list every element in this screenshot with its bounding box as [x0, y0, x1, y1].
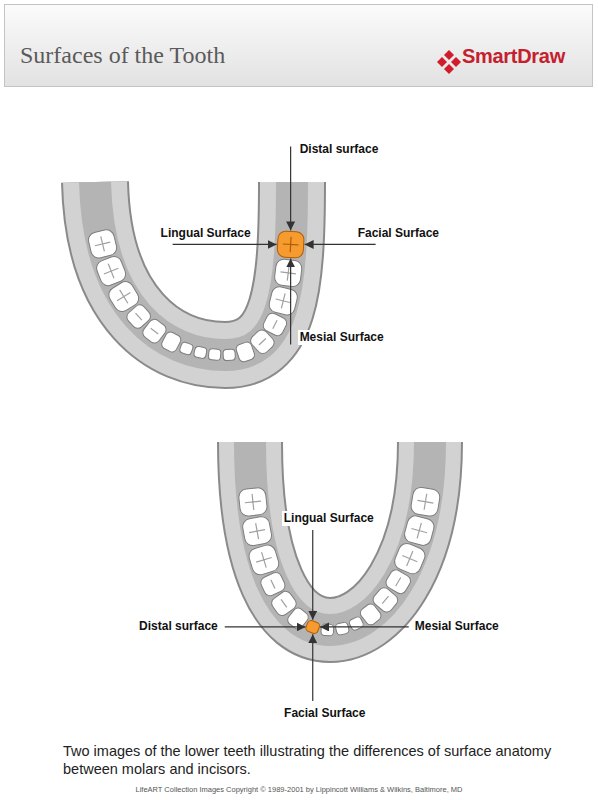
bone: [250, 442, 430, 630]
crown: [305, 619, 321, 634]
occlusal-groove: [113, 286, 134, 307]
crown: [321, 624, 334, 636]
tooth: [160, 330, 183, 353]
tooth: [223, 349, 236, 361]
occlusal-groove: [399, 548, 420, 569]
crown: [223, 349, 236, 361]
crown: [335, 622, 350, 636]
occlusal-groove: [282, 236, 298, 252]
crown: [277, 231, 304, 258]
tooth: [238, 487, 268, 517]
surface-label: Mesial Surface: [413, 619, 501, 634]
occlusal-groove: [101, 261, 121, 281]
occlusal-groove: [416, 492, 435, 511]
crown: [193, 346, 207, 359]
occlusal-groove: [396, 578, 401, 586]
occlusal-groove: [274, 291, 293, 310]
alveolar-ridge: [95, 182, 292, 355]
crown: [410, 486, 441, 517]
tooth: [208, 349, 221, 361]
crown: [274, 258, 303, 287]
tooth: [241, 515, 272, 546]
occlusal-groove: [136, 313, 142, 320]
occlusal-groove: [244, 493, 262, 511]
surface-label: Lingual Surface: [282, 511, 376, 526]
bone-outline: [95, 182, 292, 355]
crown: [160, 330, 183, 353]
occlusal-groove: [254, 550, 274, 570]
tooth: [179, 341, 194, 355]
tooth: [335, 622, 350, 636]
tooth: [247, 543, 281, 577]
copyright-note: LifeART Collection Images Copyright © 19…: [135, 785, 462, 794]
crown: [179, 341, 194, 355]
occlusal-groove: [271, 580, 275, 589]
alveolar-ridge: [250, 442, 430, 630]
leader-line: [312, 530, 313, 620]
brand-logo: [436, 49, 462, 75]
crown: [392, 541, 427, 576]
crown: [403, 514, 436, 547]
occlusal-groove: [93, 234, 112, 253]
surface-label: Facial Surface: [282, 706, 367, 721]
leader-line: [173, 244, 277, 245]
brand-name: SmartDraw: [462, 45, 565, 68]
highlighted-tooth: [277, 231, 304, 258]
crown: [208, 349, 221, 361]
bone: [95, 182, 292, 355]
page-title: Surfaces of the Tooth: [20, 42, 225, 69]
tooth: [261, 311, 288, 337]
surface-label: Facial Surface: [356, 226, 441, 241]
crown: [87, 228, 118, 259]
tooth: [348, 616, 364, 632]
tooth: [410, 486, 441, 517]
occlusal-groove: [382, 596, 388, 604]
surface-label: Distal surface: [298, 142, 381, 157]
tooth: [321, 624, 334, 636]
tooth: [274, 258, 303, 287]
leader-line: [290, 146, 291, 230]
occlusal-groove: [281, 599, 287, 607]
mandible: [238, 442, 441, 636]
leader-line: [290, 258, 291, 344]
bone-outline: [250, 442, 430, 630]
crown: [261, 311, 288, 337]
surface-label: Distal surface: [137, 619, 220, 634]
leader-line: [305, 244, 376, 245]
surface-label: Mesial Surface: [298, 330, 386, 345]
tooth: [193, 346, 207, 359]
leader-line: [312, 634, 313, 701]
occlusal-groove: [280, 264, 297, 281]
occlusal-groove: [273, 320, 277, 328]
tooth: [392, 541, 427, 576]
caption: Two images of the lower teeth illustrati…: [63, 742, 553, 778]
crown: [268, 285, 300, 317]
occlusal-groove: [409, 521, 429, 541]
occlusal-groove: [259, 338, 266, 344]
occlusal-groove: [151, 328, 159, 334]
leader-line: [320, 626, 409, 627]
crown: [348, 616, 364, 632]
tooth: [268, 285, 300, 317]
highlighted-tooth: [305, 619, 321, 634]
mandible: [87, 182, 304, 363]
occlusal-groove: [248, 522, 267, 541]
tooth: [87, 228, 118, 259]
crown: [241, 515, 272, 546]
crown: [238, 487, 268, 517]
tooth: [403, 514, 436, 547]
leader-line: [225, 626, 306, 627]
crown: [247, 543, 281, 577]
surface-label: Lingual Surface: [159, 226, 253, 241]
